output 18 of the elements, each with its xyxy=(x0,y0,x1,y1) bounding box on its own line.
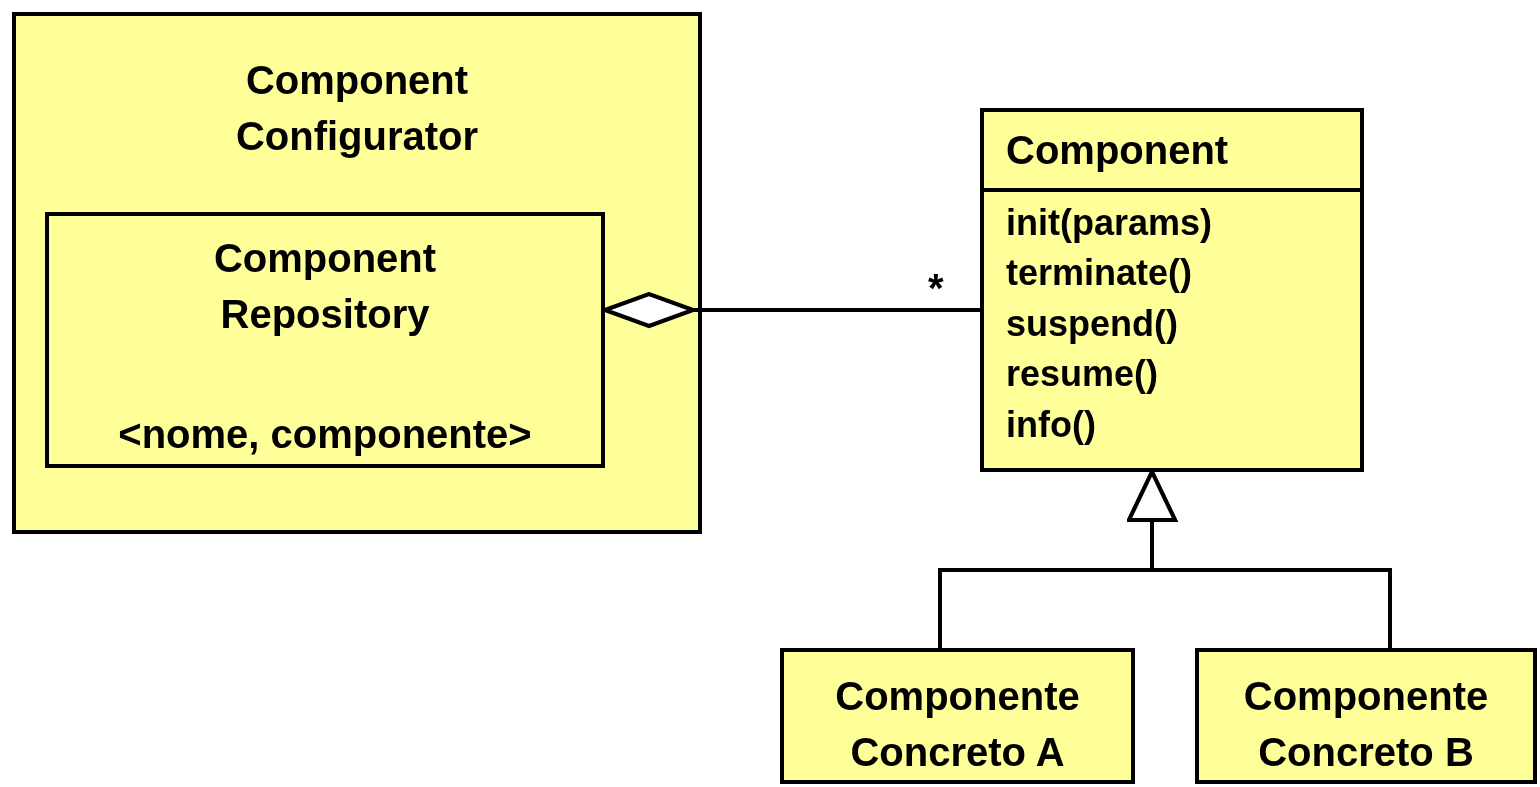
class-name: Componente Concreto B xyxy=(1242,673,1490,776)
box-title: Component Repository xyxy=(212,235,438,338)
class-name: Component xyxy=(984,112,1360,192)
inheritance-arrow xyxy=(1127,470,1392,648)
class-box xyxy=(780,648,1135,784)
attribute-text: <nome, componente> xyxy=(118,411,532,458)
aggregation-line xyxy=(603,292,980,328)
box-title: Component Configurator xyxy=(234,57,480,160)
method-text: resume() xyxy=(1005,352,1160,397)
component-box xyxy=(45,212,605,468)
class-box xyxy=(1195,648,1537,784)
method-text: suspend() xyxy=(1005,301,1179,346)
method-text: terminate() xyxy=(1005,251,1194,296)
class-box xyxy=(980,108,1364,472)
component-box xyxy=(12,12,702,534)
class-name: Componente Concreto A xyxy=(834,673,1081,776)
method-text: info() xyxy=(1005,402,1097,447)
method-text: init(params) xyxy=(1005,201,1214,245)
